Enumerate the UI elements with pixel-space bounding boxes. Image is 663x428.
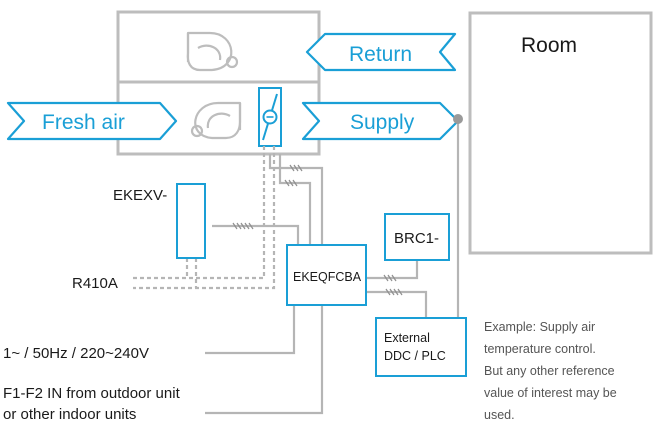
refrigerant-label: R410A bbox=[72, 275, 118, 292]
supply-arrow: Supply bbox=[301, 101, 460, 141]
coil bbox=[258, 87, 282, 147]
supply-fan-icon bbox=[190, 101, 242, 140]
return-fan-icon bbox=[186, 31, 239, 72]
remote-controller: BRC1- bbox=[384, 213, 450, 261]
supply-sensor-icon bbox=[453, 114, 463, 124]
supply-label: Supply bbox=[350, 111, 415, 134]
control-box-label: EKEQFCBA bbox=[293, 270, 362, 284]
note-line: But any other reference bbox=[484, 364, 615, 378]
remote-controller-label: BRC1- bbox=[394, 230, 439, 247]
supply-sensor bbox=[453, 114, 463, 318]
note-line: used. bbox=[484, 408, 515, 422]
room-label: Room bbox=[521, 34, 577, 57]
fresh-air-label: Fresh air bbox=[42, 111, 125, 134]
note-line: value of interest may be bbox=[484, 386, 617, 400]
return-label: Return bbox=[349, 43, 412, 66]
expansion-valve: EKEXV- bbox=[113, 183, 206, 259]
ddc-plc-line1: External bbox=[384, 331, 430, 345]
power-supply-label: 1~ / 50Hz / 220~240V bbox=[3, 345, 149, 362]
room: Room bbox=[468, 11, 653, 255]
fresh-air-arrow: Fresh air bbox=[6, 101, 178, 141]
note-line: temperature control. bbox=[484, 342, 596, 356]
control-box: EKEQFCBA bbox=[286, 244, 367, 306]
ddc-plc-line2: DDC / PLC bbox=[384, 349, 446, 363]
ddc-plc-box bbox=[375, 317, 467, 377]
f1f2-line2: or other indoor units bbox=[3, 406, 136, 423]
note-line: Example: Supply air bbox=[484, 320, 595, 334]
note: Example: Supply air temperature control.… bbox=[484, 320, 617, 422]
expansion-valve-box bbox=[176, 183, 206, 259]
remote-controller-box bbox=[384, 213, 450, 261]
room-box bbox=[468, 11, 653, 255]
control-box-rect bbox=[286, 244, 367, 306]
expansion-valve-label: EKEXV- bbox=[113, 187, 167, 204]
ddc-plc: External DDC / PLC bbox=[375, 317, 467, 377]
f1f2-line1: F1-F2 IN from outdoor unit bbox=[3, 385, 181, 402]
refrigerant-pipes bbox=[133, 146, 276, 290]
return-arrow: Return bbox=[305, 32, 457, 72]
wiring bbox=[205, 154, 428, 415]
